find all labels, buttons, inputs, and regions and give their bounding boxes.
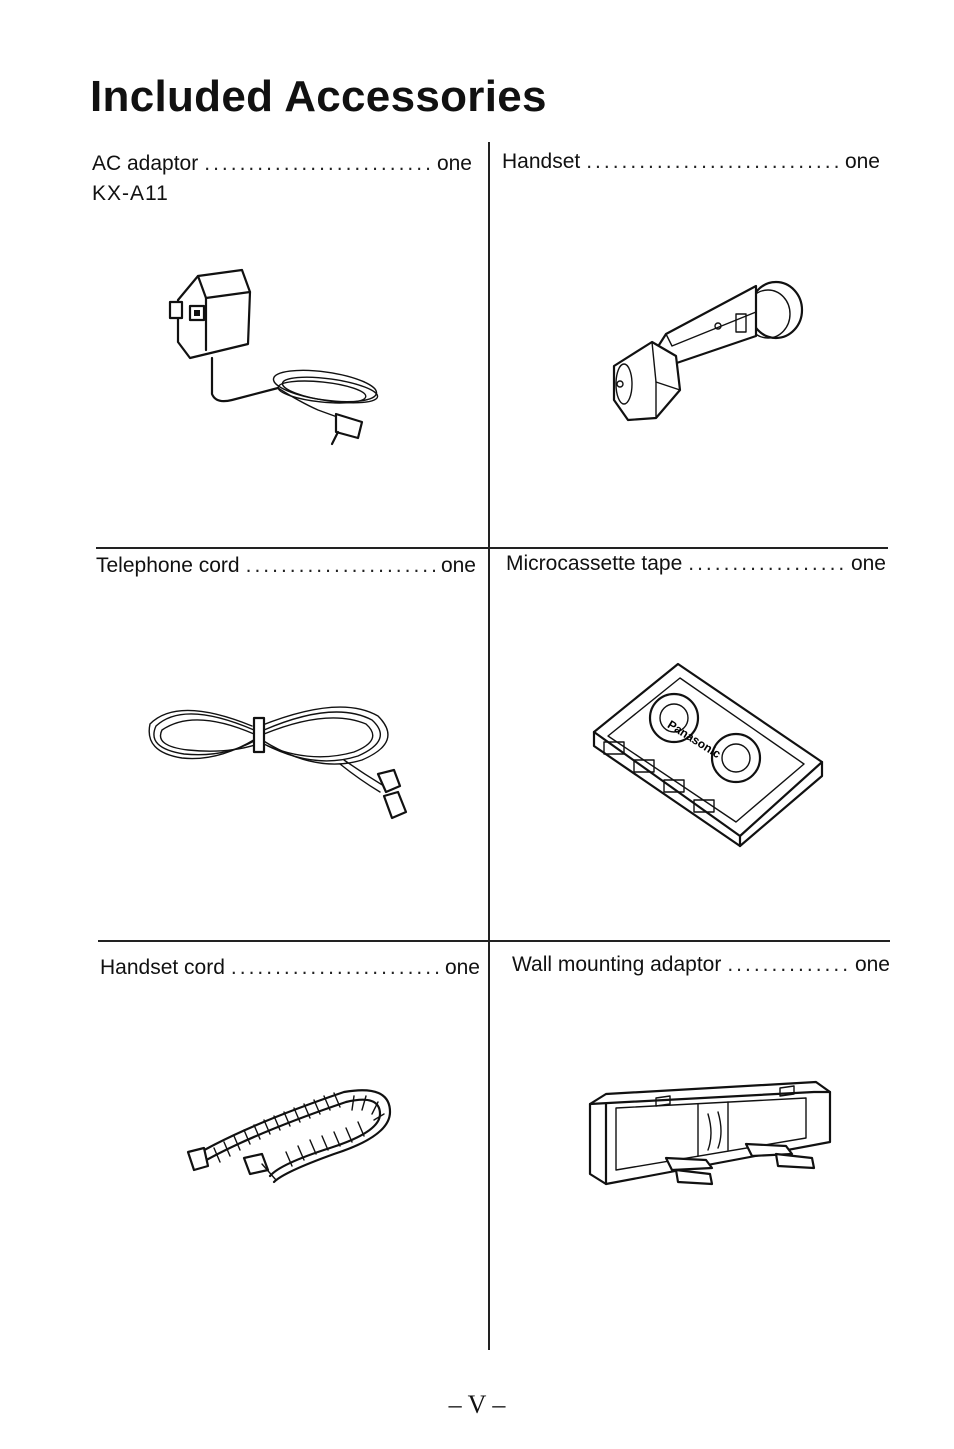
dot-leader: ........................................…: [586, 150, 839, 173]
center-divider: [488, 142, 490, 1350]
wall-mounting-adaptor-illustration: [588, 1080, 832, 1186]
dot-leader: ........................................…: [245, 554, 435, 577]
accessory-entry: Wall mounting adaptor ..................…: [512, 953, 890, 977]
dot-leader: ........................................…: [230, 956, 439, 979]
accessory-name: Handset cord: [100, 956, 225, 979]
accessory-quantity: one: [850, 552, 886, 575]
accessory-microcassette-tape: Microcassette tape .....................…: [506, 552, 886, 576]
accessory-quantity: one: [440, 554, 476, 577]
accessory-wall-mounting-adaptor: Wall mounting adaptor ..................…: [512, 953, 890, 977]
accessory-name: Handset: [502, 150, 581, 173]
accessory-model: KX-A11: [92, 182, 169, 205]
accessory-quantity: one: [436, 152, 472, 175]
dot-leader: ........................................…: [204, 152, 431, 175]
row-divider-2: [98, 940, 890, 942]
accessory-entry: Telephone cord .........................…: [96, 554, 476, 578]
dot-leader: ........................................…: [727, 953, 849, 976]
accessory-quantity: one: [854, 953, 890, 976]
telephone-cord-illustration: [148, 706, 408, 820]
accessory-entry: Handset cord ...........................…: [100, 956, 480, 980]
handset-illustration: [612, 280, 804, 422]
accessory-name: Microcassette tape: [506, 552, 683, 575]
page-title: Included Accessories: [90, 72, 547, 121]
ac-adaptor-illustration: [168, 268, 379, 446]
accessory-name: AC adaptor: [92, 152, 199, 175]
accessory-quantity: one: [444, 956, 480, 979]
dot-leader: ........................................…: [688, 552, 845, 575]
accessory-name: Telephone cord: [96, 554, 240, 577]
accessory-entry: AC adaptor .............................…: [92, 152, 472, 176]
page-number: – V –: [448, 1390, 506, 1419]
accessory-entry: Handset ................................…: [502, 150, 880, 174]
accessory-entry: Microcassette tape .....................…: [506, 552, 886, 576]
handset-cord-illustration: [186, 1089, 392, 1184]
microcassette-tape-illustration: Panasonic: [592, 662, 824, 848]
row-divider-1: [96, 547, 888, 549]
accessory-ac-adaptor: AC adaptor .............................…: [92, 152, 472, 206]
accessory-handset-cord: Handset cord ...........................…: [100, 956, 480, 980]
accessory-quantity: one: [844, 150, 880, 173]
accessory-telephone-cord: Telephone cord .........................…: [96, 554, 476, 578]
accessory-handset: Handset ................................…: [502, 150, 880, 174]
accessory-name: Wall mounting adaptor: [512, 953, 722, 976]
